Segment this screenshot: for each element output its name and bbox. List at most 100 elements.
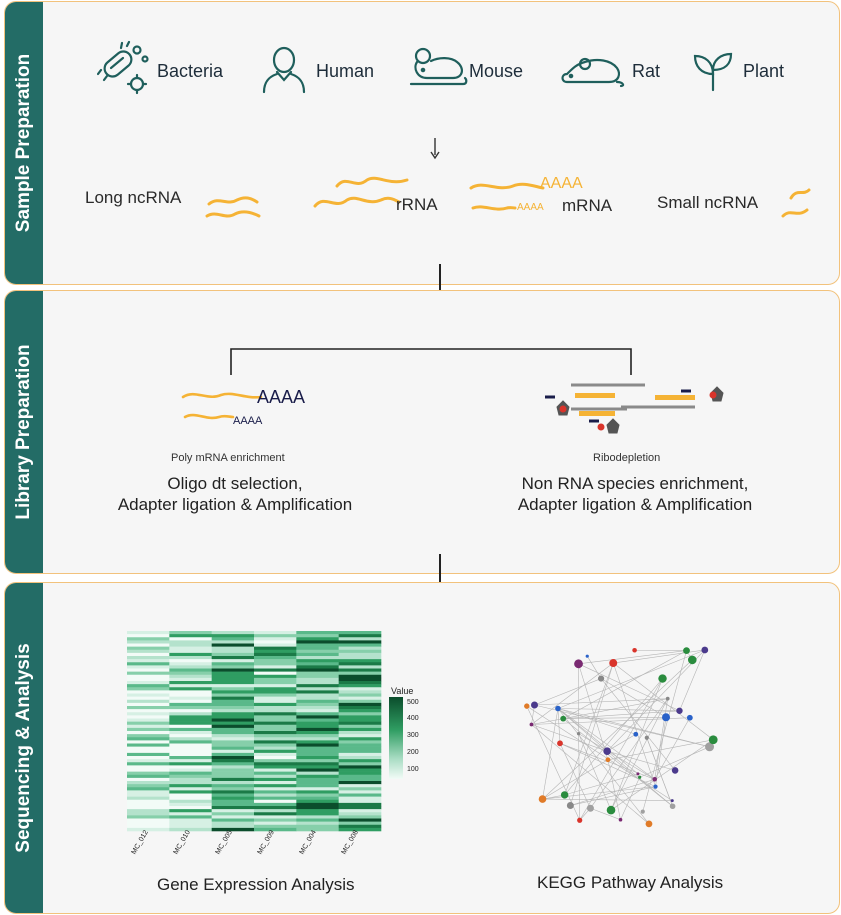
kegg-node	[606, 805, 616, 815]
heatmap-cell	[296, 640, 339, 644]
heatmap-cell	[169, 702, 212, 707]
kegg-node	[618, 817, 623, 822]
heatmap-cell	[338, 756, 382, 760]
kegg-edge	[563, 650, 687, 719]
heatmap-cell	[296, 793, 339, 797]
heatmap-cell	[254, 784, 297, 788]
kegg-edge	[606, 733, 636, 752]
heatmap-cell	[127, 740, 170, 744]
heatmap-cell	[169, 649, 212, 654]
heatmap-cell	[211, 659, 255, 663]
heatmap-cell	[254, 721, 297, 726]
heatmap-cell	[338, 768, 382, 772]
heatmap-cell	[296, 652, 339, 657]
heatmap-cell	[254, 649, 297, 654]
heatmap-cell	[211, 684, 255, 688]
legend-tick-100: 100	[407, 766, 419, 773]
heatmap-cell	[127, 765, 170, 769]
heatmap-cell	[296, 737, 339, 741]
heatmap-cell	[296, 827, 339, 832]
heatmap-cell	[127, 815, 170, 819]
kegg-node	[670, 799, 674, 803]
heatmap-cell	[211, 727, 255, 732]
heatmap-cell	[169, 724, 212, 729]
heatmap-cell	[338, 784, 382, 788]
rna-label-small-ncrna: Small ncRNA	[657, 193, 759, 212]
heatmap-cell	[296, 824, 339, 829]
heatmap-cell	[127, 709, 170, 713]
heatmap-cell	[254, 671, 297, 676]
kegg-node	[652, 776, 657, 782]
heatmap-cell	[296, 637, 339, 641]
heatmap-cell	[296, 687, 339, 691]
kegg-edge	[534, 704, 710, 748]
heatmap-cell	[296, 749, 339, 754]
heatmap-cell	[254, 737, 297, 741]
heatmap-cell	[169, 740, 212, 744]
kegg-edge	[639, 746, 710, 778]
heatmap-cell	[296, 649, 339, 654]
heatmap-legend-title: Value	[391, 686, 414, 696]
plant-icon	[693, 52, 733, 92]
heatmap-cell	[211, 668, 255, 672]
heatmap-cell	[296, 715, 339, 719]
heatmap-cell	[211, 756, 255, 760]
heatmap-cell	[338, 737, 382, 741]
heatmap-cell	[296, 740, 339, 744]
heatmap-cell	[296, 809, 339, 813]
sample-preparation-tab: Sample Preparation	[5, 2, 43, 284]
heatmap-cell	[169, 631, 212, 635]
heatmap-cell	[211, 787, 255, 791]
heatmap-cell	[254, 706, 297, 710]
branch-bracket	[230, 348, 632, 375]
heatmap-cell	[338, 640, 382, 644]
kegg-edge	[612, 662, 656, 787]
heatmap-cell	[254, 659, 297, 663]
long-ncrna-strand	[205, 196, 261, 218]
heatmap-cell	[338, 781, 382, 785]
heatmap-cell	[296, 721, 339, 726]
heatmap-cell	[211, 815, 255, 819]
heatmap-cell	[338, 665, 382, 669]
heatmap-cell	[127, 802, 170, 807]
heatmap-cell	[169, 799, 212, 804]
heatmap-cell	[127, 687, 170, 691]
heatmap-cell	[211, 631, 255, 635]
heatmap-cell	[127, 768, 170, 772]
heatmap-cell	[127, 677, 170, 682]
kegg-node	[687, 655, 697, 665]
heatmap-cell	[127, 762, 170, 766]
heatmap-cell	[127, 637, 170, 641]
heatmap-cell	[254, 677, 297, 682]
heatmap-cell	[211, 696, 255, 701]
heatmap-cell	[296, 765, 339, 769]
kegg-edge	[534, 678, 602, 706]
heatmap-cell	[169, 756, 212, 760]
heatmap-cell	[127, 696, 170, 701]
heatmap-cell	[296, 815, 339, 819]
kegg-node	[576, 731, 581, 736]
kegg-edge	[600, 678, 667, 718]
heatmap-cell	[296, 684, 339, 688]
kegg-edge	[563, 718, 673, 807]
heatmap-cell	[338, 709, 382, 713]
heatmap-cell	[211, 737, 255, 741]
heatmap-cell	[127, 812, 170, 816]
heatmap-cell	[211, 718, 255, 722]
heatmap-cell	[211, 724, 255, 729]
heatmap-cell	[211, 662, 255, 666]
heatmap-cell	[296, 731, 339, 735]
heatmap-cell	[296, 802, 339, 807]
organism-label-plant: Plant	[743, 61, 785, 81]
heatmap-cell	[338, 790, 382, 794]
heatmap-cell	[254, 809, 297, 813]
kegg-node	[671, 767, 679, 774]
mouse-icon	[409, 47, 468, 86]
heatmap-cell	[296, 656, 339, 660]
kegg-edge	[578, 663, 680, 712]
heatmap-cell	[211, 781, 255, 785]
heatmap-cell	[296, 762, 339, 766]
heatmap-cell	[211, 709, 255, 713]
heatmap-cell	[338, 752, 382, 757]
heatmap-cell	[127, 731, 170, 735]
